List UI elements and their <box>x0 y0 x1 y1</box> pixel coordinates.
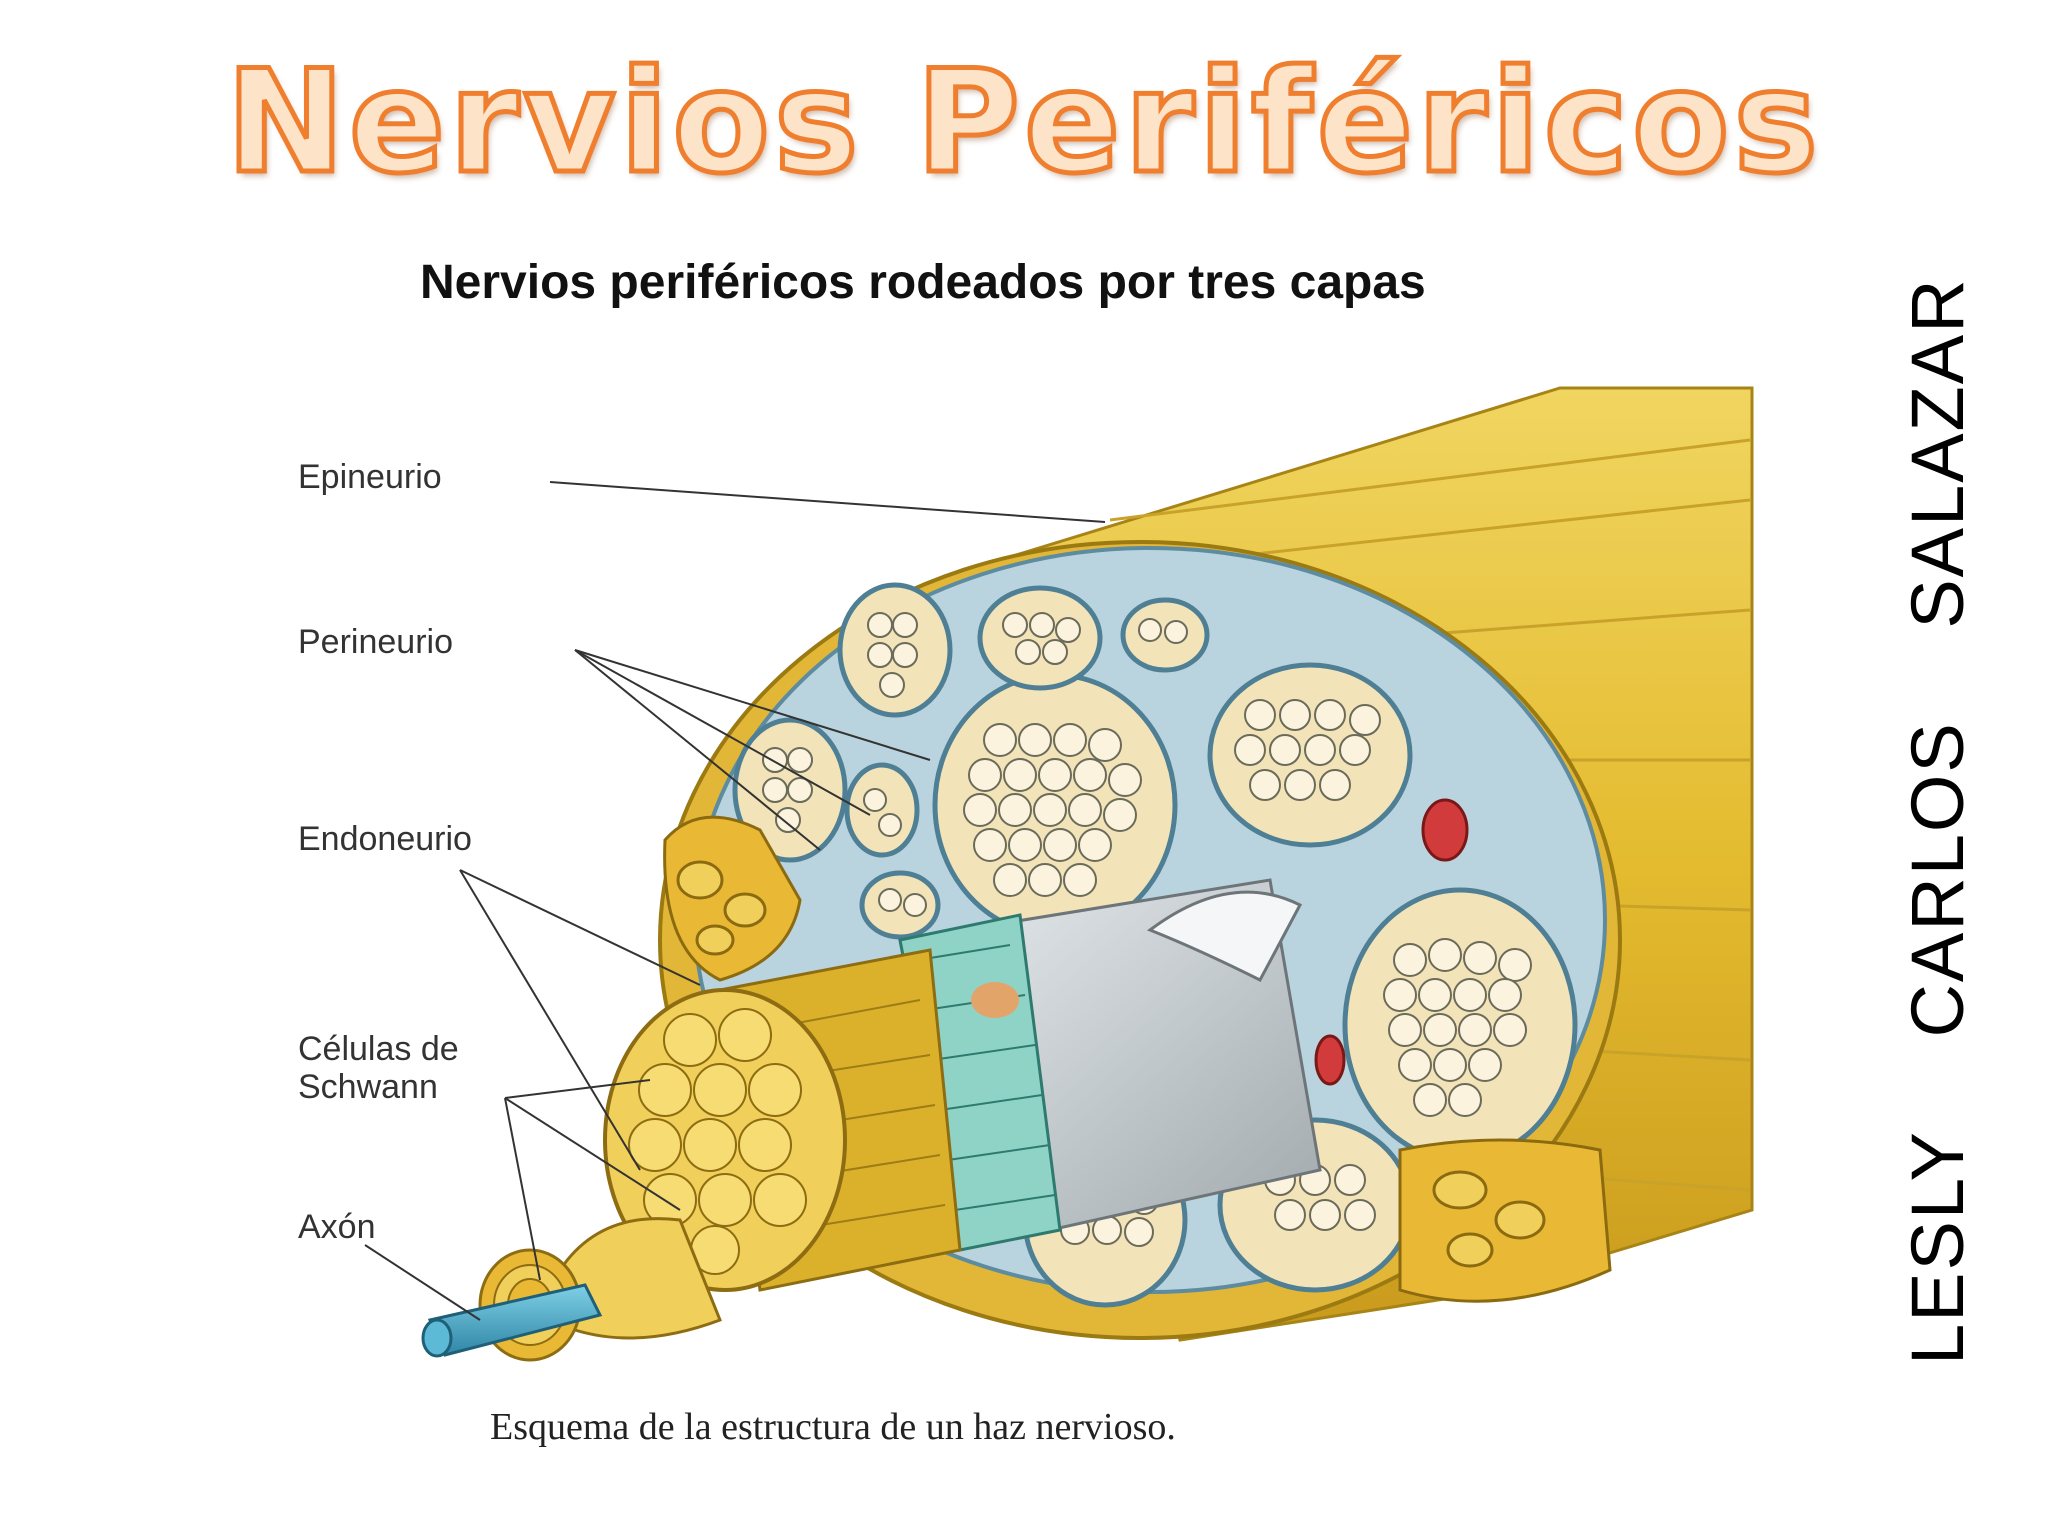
extracted-fascicle <box>603 878 1322 1292</box>
label-epineurio: Epineurio <box>298 458 442 496</box>
label-schwann-line2: Schwann <box>298 1068 438 1106</box>
cross-section <box>658 540 1622 1340</box>
nerve-fiber-with-axon <box>421 1217 722 1362</box>
figure-caption: Esquema de la estructura de un haz nervi… <box>490 1406 1176 1448</box>
label-endoneurio: Endoneurio <box>298 820 472 858</box>
fascicle-fibers <box>628 1008 807 1275</box>
leader-lines <box>364 481 1106 1321</box>
label-axon: Axón <box>298 1208 376 1246</box>
adipose-tissue <box>663 815 1612 1303</box>
slide-subtitle: Nervios periféricos rodeados por tres ca… <box>420 256 1426 309</box>
label-perineurio: Perineurio <box>298 623 453 661</box>
label-schwann-line1: Células de <box>298 1030 459 1068</box>
slide-title: Nervios Periféricos <box>223 38 1823 208</box>
